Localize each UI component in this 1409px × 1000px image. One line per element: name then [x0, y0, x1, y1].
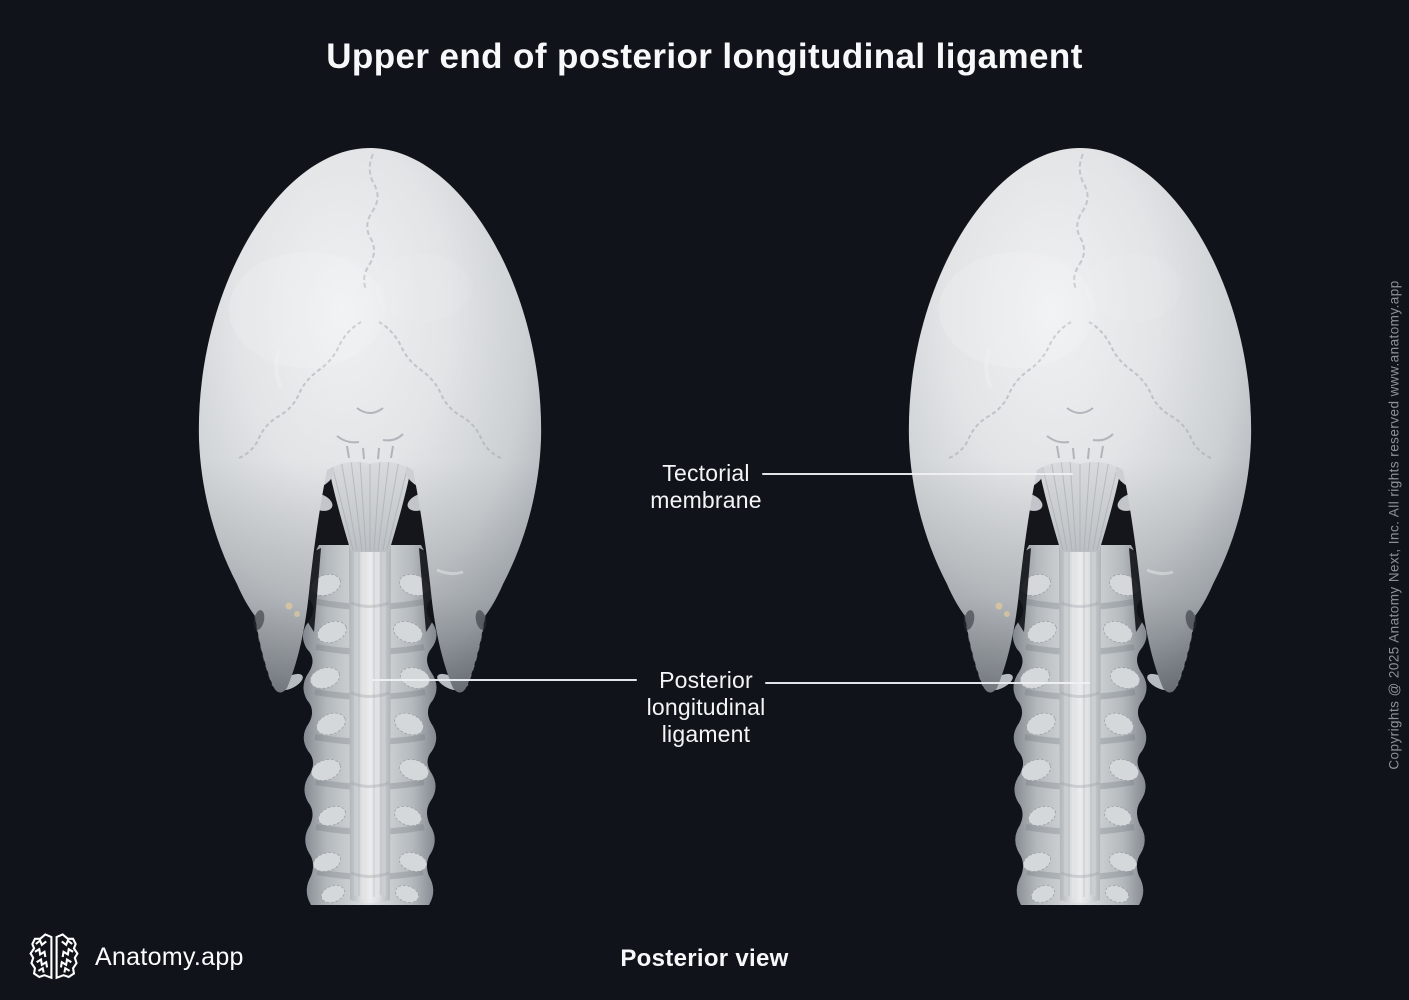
pll-label-line1: Posterior: [659, 667, 753, 693]
posterior-longitudinal-ligament-label: Posterior longitudinal ligament: [595, 667, 817, 748]
skull-specimen-right: [897, 148, 1263, 906]
tectorial-membrane-label: Tectorial membrane: [595, 460, 817, 514]
copyright-text: Copyrights @ 2025 Anatomy Next, Inc. All…: [1386, 280, 1402, 770]
view-caption: Posterior view: [620, 945, 789, 972]
leader-line-tectorial-membrane: [762, 473, 1073, 475]
tectorial-membrane-label-line2: membrane: [650, 487, 762, 513]
tectorial-membrane-label-line1: Tectorial: [662, 460, 750, 486]
leader-line-pll-left: [372, 679, 637, 681]
brain-logo-icon: [29, 933, 79, 980]
page-title: Upper end of posterior longitudinal liga…: [326, 37, 1083, 76]
skull-specimen-left: [187, 148, 553, 906]
brand-logo: Anatomy.app: [28, 931, 244, 983]
pll-label-line3: ligament: [661, 721, 751, 747]
brand-name: Anatomy.app: [95, 942, 244, 971]
pll-label-line2: longitudinal: [646, 694, 766, 720]
leader-line-pll-right: [765, 682, 1090, 684]
